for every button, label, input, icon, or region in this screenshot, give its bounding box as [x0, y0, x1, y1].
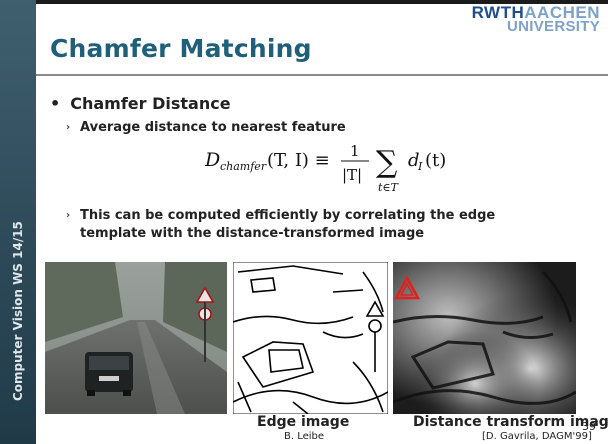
formula-term-sub: I — [417, 160, 423, 173]
formula-args: (T, I) ≡ — [267, 150, 330, 171]
bullet-main: • Chamfer Distance — [50, 94, 231, 113]
caption-distance-transform: Distance transform image — [413, 414, 608, 430]
formula-lhs: D — [205, 149, 220, 171]
bullet-main-text: Chamfer Distance — [70, 94, 231, 113]
sub-arrow-icon: › — [66, 122, 71, 133]
logo-rwth: RWTH — [471, 3, 525, 22]
logo-aachen: AACHEN — [524, 3, 600, 22]
title-divider — [36, 74, 608, 76]
formula-lhs-sub: chamfer — [220, 160, 267, 173]
sub-bullet-2-line1: This can be computed efficiently by corr… — [80, 208, 496, 223]
sub-bullet-1: › Average distance to nearest feature — [66, 119, 346, 137]
formula-sum-sub: t∈T — [378, 181, 400, 194]
formula-frac-den: |T| — [342, 166, 362, 184]
sub-arrow-icon: › — [66, 210, 71, 221]
bullet-dot-icon: • — [50, 94, 61, 113]
sub-bullet-2: › This can be computed efficiently by co… — [66, 207, 496, 243]
university-logo: RWTHAACHEN UNIVERSITY — [471, 3, 600, 35]
formula-term: d — [408, 150, 420, 171]
sub-bullet-2-line2: template with the distance-transformed i… — [80, 226, 425, 241]
formula-frac-num: 1 — [350, 142, 360, 160]
sidebar: Computer Vision WS 14/15 — [0, 0, 36, 444]
logo-university: UNIVERSITY — [506, 18, 600, 35]
template-triangle-icon — [393, 275, 421, 300]
course-label: Computer Vision WS 14/15 — [11, 221, 25, 401]
edge-image — [233, 262, 388, 414]
distance-transform-image — [393, 262, 576, 414]
footer-citation: [D. Gavrila, DAGM'99] — [482, 431, 592, 442]
footer-author: B. Leibe — [284, 431, 325, 442]
caption-edge-image: Edge image — [257, 414, 350, 430]
road-photo — [45, 262, 227, 414]
slide-title: Chamfer Matching — [50, 34, 312, 63]
formula-sum-icon: ∑ — [376, 145, 398, 180]
formula-term-arg: (t) — [425, 150, 446, 171]
top-bar — [0, 0, 608, 4]
page-number: 39 — [582, 420, 596, 433]
sub-bullet-1-text: Average distance to nearest feature — [80, 120, 346, 135]
chamfer-formula: D chamfer (T, I) ≡ 1 |T| ∑ t∈T d I (t) — [205, 142, 446, 194]
